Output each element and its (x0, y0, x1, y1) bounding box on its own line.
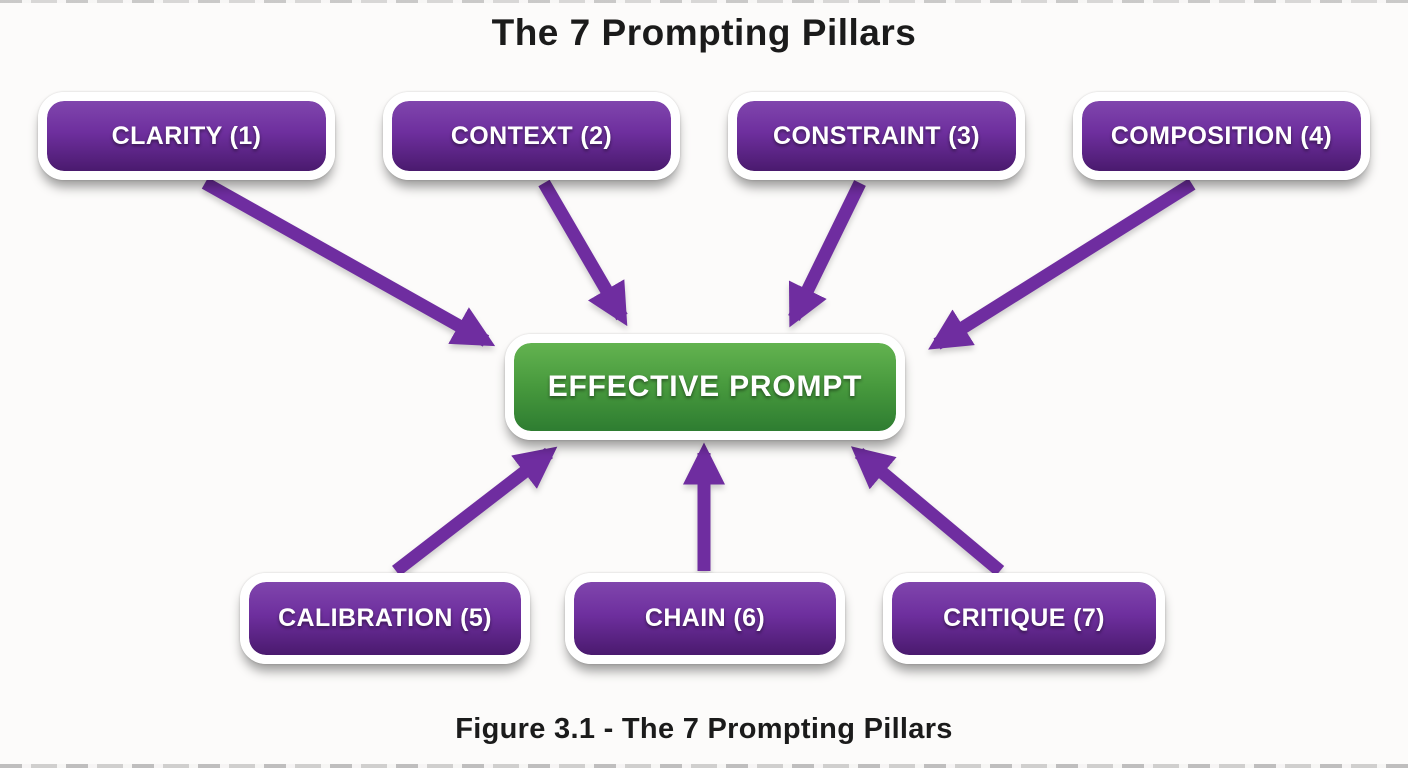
top-edge-artifact (0, 0, 1408, 3)
arrow-calibration-to-center (392, 446, 558, 577)
arrow-context-to-center (538, 179, 628, 327)
effective-prompt-box: EFFECTIVE PROMPT (505, 334, 905, 440)
pillar-box-critique: CRITIQUE (7) (883, 573, 1165, 664)
diagram-title: The 7 Prompting Pillars (491, 12, 917, 53)
bottom-edge-artifact (0, 764, 1408, 768)
pillar-box-clarity: CLARITY (1) (38, 92, 335, 180)
pillar-box-constraint: CONSTRAINT (3) (728, 92, 1025, 180)
pillar-box-composition: COMPOSITION (4) (1073, 92, 1370, 180)
arrow-clarity-to-center (201, 177, 496, 347)
pillar-box-calibration: CALIBRATION (5) (240, 573, 530, 664)
pillar-box-context: CONTEXT (2) (383, 92, 680, 180)
arrow-composition-to-center (928, 178, 1196, 350)
pillar-box-chain: CHAIN (6) (565, 573, 845, 664)
figure-caption: Figure 3.1 - The 7 Prompting Pillars (455, 713, 953, 745)
arrow-critique-to-center (850, 446, 1005, 576)
arrow-constraint-to-center (788, 180, 866, 328)
